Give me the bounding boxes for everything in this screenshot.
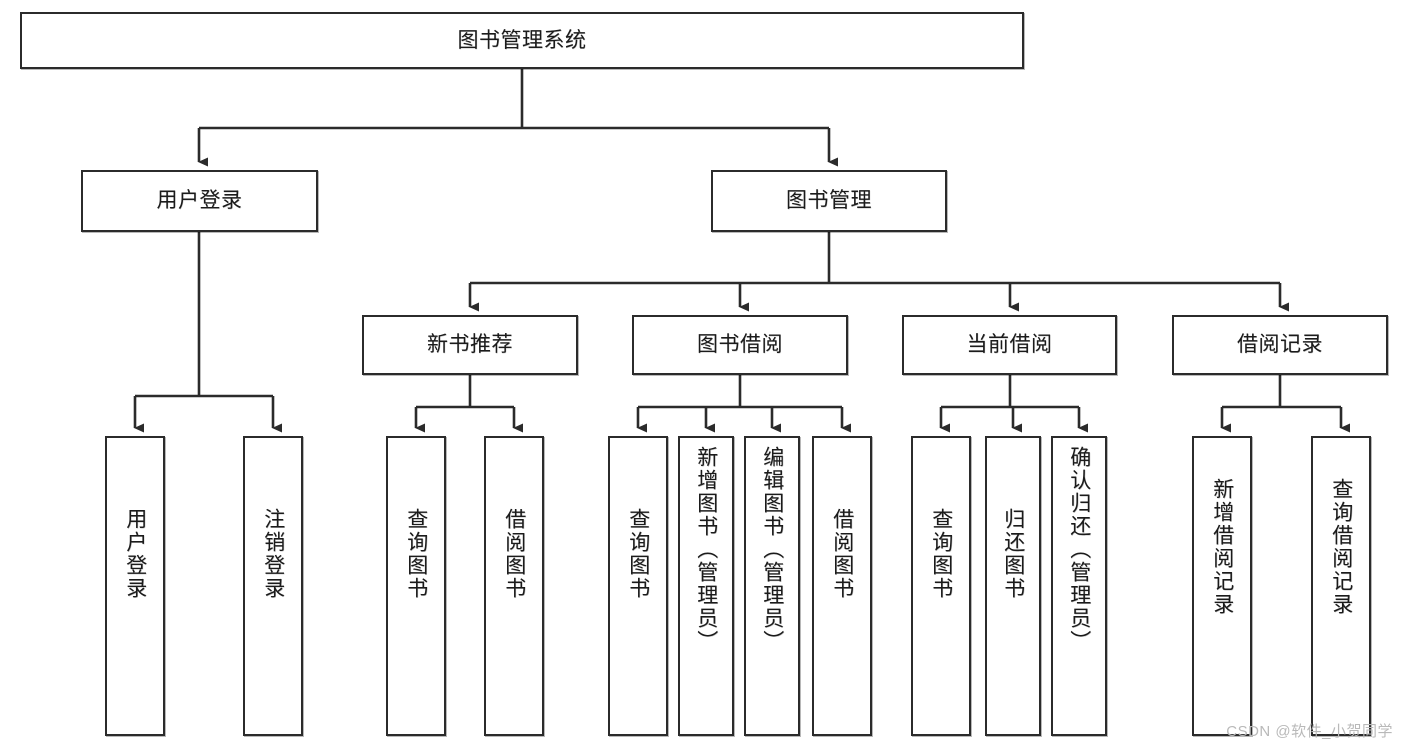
node-leaf-query-borrow-record[interactable]: 查询借阅记录 — [1311, 436, 1371, 736]
node-leaf-logout[interactable]: 注销登录 — [243, 436, 303, 736]
node-leaf-query-book-recommend[interactable]: 查询图书 — [386, 436, 446, 736]
node-label: 图书管理系统 — [457, 28, 587, 52]
node-root-book-management-system[interactable]: 图书管理系统 — [20, 12, 1024, 69]
node-leaf-edit-book-admin[interactable]: 编辑图书（管理员） — [744, 436, 800, 736]
node-label: 注销登录 — [261, 508, 285, 600]
node-leaf-borrow-book-recommend[interactable]: 借阅图书 — [484, 436, 544, 736]
node-label: 新增图书（管理员） — [694, 446, 718, 653]
node-label: 编辑图书（管理员） — [760, 446, 784, 653]
node-label: 当前借阅 — [966, 333, 1053, 357]
node-user-login[interactable]: 用户登录 — [81, 170, 318, 232]
node-label: 借阅记录 — [1237, 333, 1323, 357]
node-label: 查询图书 — [929, 508, 953, 600]
node-label: 查询图书 — [404, 508, 428, 600]
node-label: 查询借阅记录 — [1329, 478, 1353, 616]
node-label: 用户登录 — [123, 508, 147, 600]
node-leaf-query-book-borrow[interactable]: 查询图书 — [608, 436, 668, 736]
node-label: 归还图书 — [1001, 508, 1025, 600]
node-label: 图书借阅 — [697, 333, 783, 357]
node-current-borrow[interactable]: 当前借阅 — [902, 315, 1117, 375]
node-book-borrow[interactable]: 图书借阅 — [632, 315, 848, 375]
node-leaf-add-book-admin[interactable]: 新增图书（管理员） — [678, 436, 734, 736]
node-leaf-borrow-book[interactable]: 借阅图书 — [812, 436, 872, 736]
node-label: 借阅图书 — [830, 508, 854, 600]
node-label: 图书管理 — [786, 189, 872, 213]
node-label: 查询图书 — [626, 508, 650, 600]
node-book-management[interactable]: 图书管理 — [711, 170, 947, 232]
node-label: 确认归还（管理员） — [1067, 446, 1091, 653]
watermark-text: CSDN @软件_小贺同学 — [1226, 723, 1393, 740]
node-leaf-add-borrow-record[interactable]: 新增借阅记录 — [1192, 436, 1252, 736]
node-label: 新书推荐 — [427, 333, 513, 357]
node-leaf-return-book[interactable]: 归还图书 — [985, 436, 1041, 736]
node-new-book-recommend[interactable]: 新书推荐 — [362, 315, 578, 375]
node-label: 借阅图书 — [502, 508, 526, 600]
node-leaf-user-login[interactable]: 用户登录 — [105, 436, 165, 736]
node-leaf-confirm-return-admin[interactable]: 确认归还（管理员） — [1051, 436, 1107, 736]
node-borrow-record[interactable]: 借阅记录 — [1172, 315, 1388, 375]
node-label: 用户登录 — [156, 189, 243, 213]
node-label: 新增借阅记录 — [1210, 478, 1234, 616]
node-leaf-query-book-current[interactable]: 查询图书 — [911, 436, 971, 736]
